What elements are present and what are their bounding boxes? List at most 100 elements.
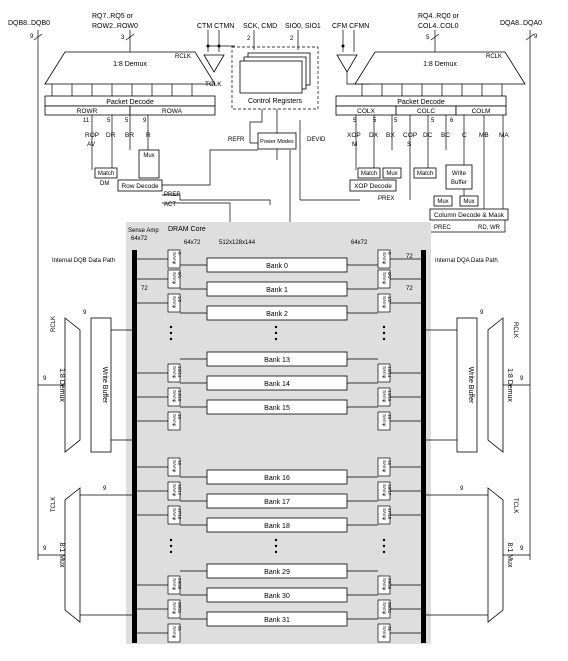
dqa-signal-label: DQA8..DQA0: [500, 20, 542, 27]
samp-label: SAmp: [172, 484, 177, 497]
samp-label: SAmp: [172, 602, 177, 615]
samp-number: 16: [177, 460, 182, 466]
samp-number: 1/2: [387, 296, 392, 303]
side-bus-9-d: 9: [460, 486, 464, 492]
samp-label: SAmp: [382, 296, 387, 309]
left-rclk-label: RCLK: [51, 316, 57, 332]
rq-left-label-2: ROW2..ROW0: [92, 23, 138, 30]
row-match-box: [94, 167, 118, 179]
samp-label: SAmp: [172, 578, 177, 591]
bank-7: Bank 17: [180, 493, 378, 509]
ctm-label: CTM CTMN: [197, 23, 234, 30]
samp-label: SAmp: [382, 460, 387, 473]
bus-width-11: 11: [83, 118, 90, 124]
bus-width-5e: 5: [394, 118, 398, 124]
bank-6: Bank 16: [180, 469, 378, 485]
samp-label: SAmp: [382, 366, 387, 379]
colc-label: COLC: [417, 108, 435, 115]
side-bus-9-e: 9: [43, 376, 47, 382]
bus-width-sio: 2: [290, 36, 294, 42]
right-rclk-label: RCLK: [512, 322, 518, 338]
right-write-buffer-box: [456, 317, 478, 453]
left-write-buffer-box: [90, 317, 112, 453]
samp-number: 16: [387, 460, 392, 466]
bus-width-row: 3: [121, 35, 125, 41]
samp-number: 29/30: [177, 578, 182, 590]
bank-label: Bank 31: [264, 617, 290, 624]
samp-label: SAmp: [172, 460, 177, 473]
dqb-internal-bus-bar: [132, 250, 137, 643]
bank-2: Bank 2: [180, 305, 378, 321]
bus-width-5b: 5: [125, 118, 129, 124]
mb-field: MB: [479, 132, 489, 139]
row-packet-decode-label: Packet Decode: [106, 99, 154, 106]
bus-width-5d: 5: [373, 118, 377, 124]
side-bus-9-a: 9: [83, 310, 87, 316]
samp-number: 13/14: [387, 366, 392, 378]
bank-5: Bank 15: [180, 399, 378, 415]
samp-number: 14/15: [177, 390, 182, 402]
av-field: AV: [87, 141, 96, 148]
side-bus-9-c: 9: [103, 486, 107, 492]
samp-label: SAmp: [172, 252, 177, 265]
column-decode-label: Column Decode & Mask: [434, 212, 505, 219]
colx-label: COLX: [357, 108, 375, 115]
bus-width-col: 5: [426, 35, 430, 41]
rq-left-label-1: RQ7..RQ5 or: [92, 13, 134, 20]
samp-number: 31: [177, 626, 182, 632]
sense-amp-label-2: 64x72: [131, 236, 148, 242]
ctm-buffer-triangle: [203, 54, 225, 73]
bus-width-dqa: 9: [534, 34, 538, 40]
samp-number: 0: [177, 252, 182, 255]
c-field: C: [462, 132, 467, 139]
xop-field: XOP: [347, 132, 361, 139]
x64-label-left: 64x72: [184, 240, 201, 246]
samp-number: 17/18: [387, 508, 392, 520]
cfm-label: CFM CFMN: [332, 23, 369, 30]
samp-number: 15: [387, 414, 392, 420]
power-modes-label: Power Modes: [260, 139, 294, 145]
samp-number: 0/1: [177, 272, 182, 279]
right-mux-trapezoid: [487, 487, 504, 623]
col-rclk-label: RCLK: [486, 54, 502, 60]
sio-label: SIO0, SIO1: [285, 23, 321, 30]
refr-label: REFR: [228, 137, 245, 143]
write-buffer-small-label-2: Buffer: [451, 180, 467, 186]
dqa-internal-bus-bar: [421, 250, 426, 643]
prex-label: PREX: [378, 196, 394, 202]
xop-decode-box: [349, 179, 397, 192]
bank-ellipsis-upper: [169, 325, 386, 341]
row-decode-box: [117, 179, 163, 192]
col-packet-decode-label: Packet Decode: [397, 99, 445, 106]
samp-number: 0: [387, 252, 392, 255]
col-mux-box-2: [433, 195, 453, 207]
samp-label: SAmp: [382, 414, 387, 427]
samp-number: 0/1: [387, 272, 392, 279]
bus-width-dqb: 9: [30, 34, 34, 40]
samp-label: SAmp: [172, 414, 177, 427]
colm-label: COLM: [472, 108, 491, 115]
bank-9: Bank 29: [180, 563, 378, 579]
dr-field: DR: [106, 132, 116, 139]
left-write-buffer-label: Write Buffer: [101, 367, 108, 404]
samp-label: SAmp: [382, 626, 387, 639]
bc-field: BC: [441, 132, 450, 139]
rowa-label: ROWA: [162, 108, 183, 115]
samp-label: SAmp: [172, 272, 177, 285]
col-match-label-1: Match: [361, 171, 377, 177]
samp-label: SAmp: [382, 484, 387, 497]
bank-8: Bank 18: [180, 517, 378, 533]
rowa-field-box: [129, 105, 216, 116]
col-demux-outputs: [361, 84, 503, 96]
rowr-label: ROWR: [77, 108, 98, 115]
